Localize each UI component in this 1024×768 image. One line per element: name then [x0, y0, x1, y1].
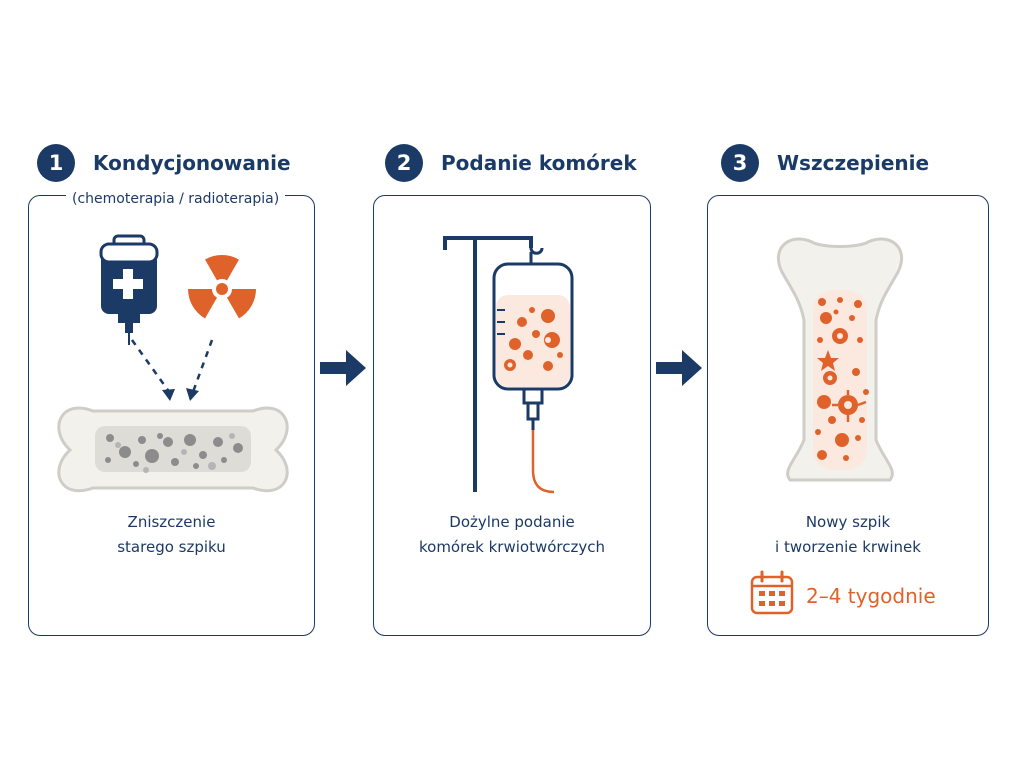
step-1-header: 1 Kondycjonowanie [37, 144, 291, 182]
step-1-caption: Zniszczenie starego szpiku [28, 510, 315, 560]
step-1-caption-line-1: Zniszczenie [127, 513, 216, 531]
radiation-dashed-arrow [191, 339, 214, 393]
radiation-arrowhead [186, 388, 199, 401]
step-1-caption-line-2: starego szpiku [117, 538, 226, 556]
step-1-title: Kondycjonowanie [93, 151, 291, 175]
step-2-title: Podanie komórek [441, 151, 637, 175]
step-1-subtitle: (chemoterapia / radioterapia) [66, 191, 286, 207]
step-1-number: 1 [37, 144, 75, 182]
step-2-caption-line-2: komórek krwiotwórczych [418, 538, 606, 556]
step-3-number: 3 [721, 144, 759, 182]
step-2-caption-line-1: Dożylne podanie [449, 513, 575, 531]
step-3-caption-line-1: Nowy szpik [805, 513, 891, 531]
damaged-bone-icon [57, 406, 289, 493]
calendar-icon [750, 570, 794, 615]
step-2-number: 2 [385, 144, 423, 182]
chemo-bag-icon [99, 234, 159, 345]
radiation-icon [188, 255, 256, 319]
chemo-arrowhead [162, 389, 175, 401]
step-3-header: 3 Wszczepienie [721, 144, 929, 182]
arrow-right-icon [320, 350, 366, 386]
step-2-header: 2 Podanie komórek [385, 144, 637, 182]
arrow-right-icon [656, 350, 702, 386]
step-3-caption: Nowy szpik i tworzenie krwinek [707, 510, 989, 560]
step-2-caption: Dożylne podanie komórek krwiotwórczych [373, 510, 651, 560]
step-3-duration: 2–4 tygodnie [806, 584, 936, 608]
step-3-caption-line-2: i tworzenie krwinek [775, 538, 921, 556]
step-3-title: Wszczepienie [777, 151, 930, 175]
